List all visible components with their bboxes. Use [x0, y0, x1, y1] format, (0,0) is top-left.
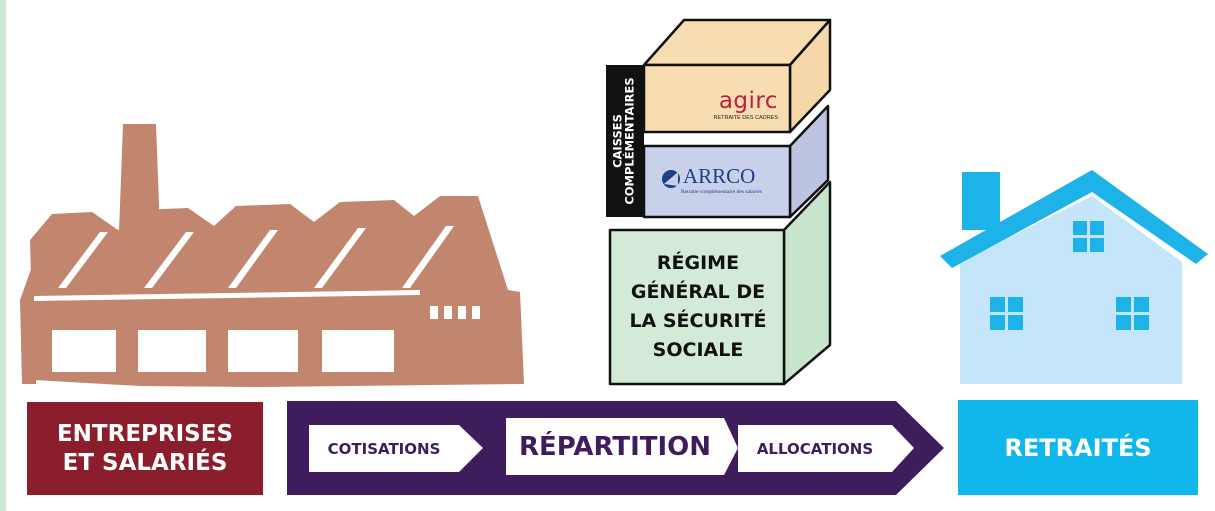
caisses-band: [606, 65, 644, 217]
enterprises-line1: ENTREPRISES: [56, 420, 234, 447]
regime-line: RÉGIME: [656, 252, 740, 274]
arrco-globe-icon: [662, 170, 680, 188]
regime-line: GÉNÉRAL DE: [630, 281, 766, 303]
left-border-strip: [0, 0, 6, 511]
agirc-subtitle: RETRAITE DES CADRES: [713, 115, 778, 121]
house-icon: [940, 170, 1208, 384]
retraites-text: RETRAITÉS: [1004, 433, 1152, 462]
repartition-pill: RÉPARTITION: [506, 418, 724, 475]
agirc-name: agirc: [718, 88, 778, 114]
arrco-subtitle: Retraite complémentaire des salariés: [681, 189, 762, 195]
enterprises-line2: ET SALARIÉS: [62, 449, 228, 476]
repartition-label: RÉPARTITION: [518, 431, 712, 462]
cotisations-pill: COTISATIONS: [309, 425, 459, 472]
box-regime-general: [608, 180, 832, 386]
agirc-logo: agirc RETRAITE DES CADRES: [650, 88, 782, 122]
factory-icon: [20, 124, 524, 387]
cotisations-label: COTISATIONS: [327, 439, 441, 458]
regime-line: SOCIALE: [652, 339, 744, 361]
arrco-logo: ARRCO Retraite complémentaire des salari…: [655, 162, 785, 198]
allocations-pill: ALLOCATIONS: [738, 425, 892, 472]
retraites-box: [958, 400, 1198, 495]
retraites-label: RETRAITÉS: [958, 400, 1198, 495]
box-agirc: [642, 18, 832, 134]
regime-general-text: RÉGIME GÉNÉRAL DE LA SÉCURITÉ SOCIALE: [612, 232, 784, 382]
arrco-name: ARRCO: [683, 164, 756, 188]
enterprises-box: [27, 402, 263, 495]
enterprises-label: ENTREPRISES ET SALARIÉS: [27, 402, 263, 495]
regime-line: LA SÉCURITÉ: [629, 310, 767, 332]
allocations-label: ALLOCATIONS: [756, 439, 874, 458]
stacked-boxes: [608, 18, 832, 386]
